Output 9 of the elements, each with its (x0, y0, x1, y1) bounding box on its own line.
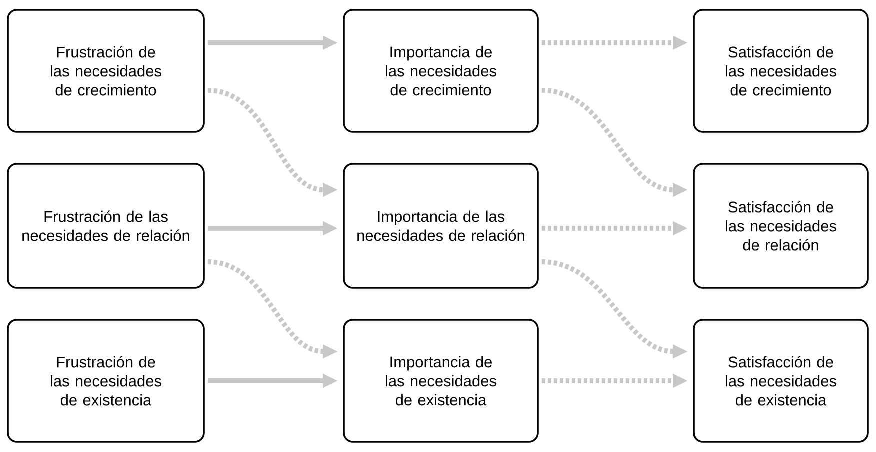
process-box: Satisfacción de las necesidades de crecimiento (693, 9, 869, 133)
process-box: Satisfacción de las necesidades de existencia (693, 319, 869, 443)
process-box: Importancia de las necesidades de relación (343, 163, 539, 289)
process-box: Frustración de las necesidades de existencia (7, 319, 205, 443)
process-box: Satisfacción de las necesidades de relación (693, 163, 869, 289)
process-box: Importancia de las necesidades de existencia (343, 319, 539, 443)
process-box: Importancia de las necesidades de crecimiento (343, 9, 539, 133)
process-box: Frustración de las necesidades de crecimiento (7, 9, 205, 133)
process-box: Frustración de las necesidades de relación (7, 163, 205, 289)
